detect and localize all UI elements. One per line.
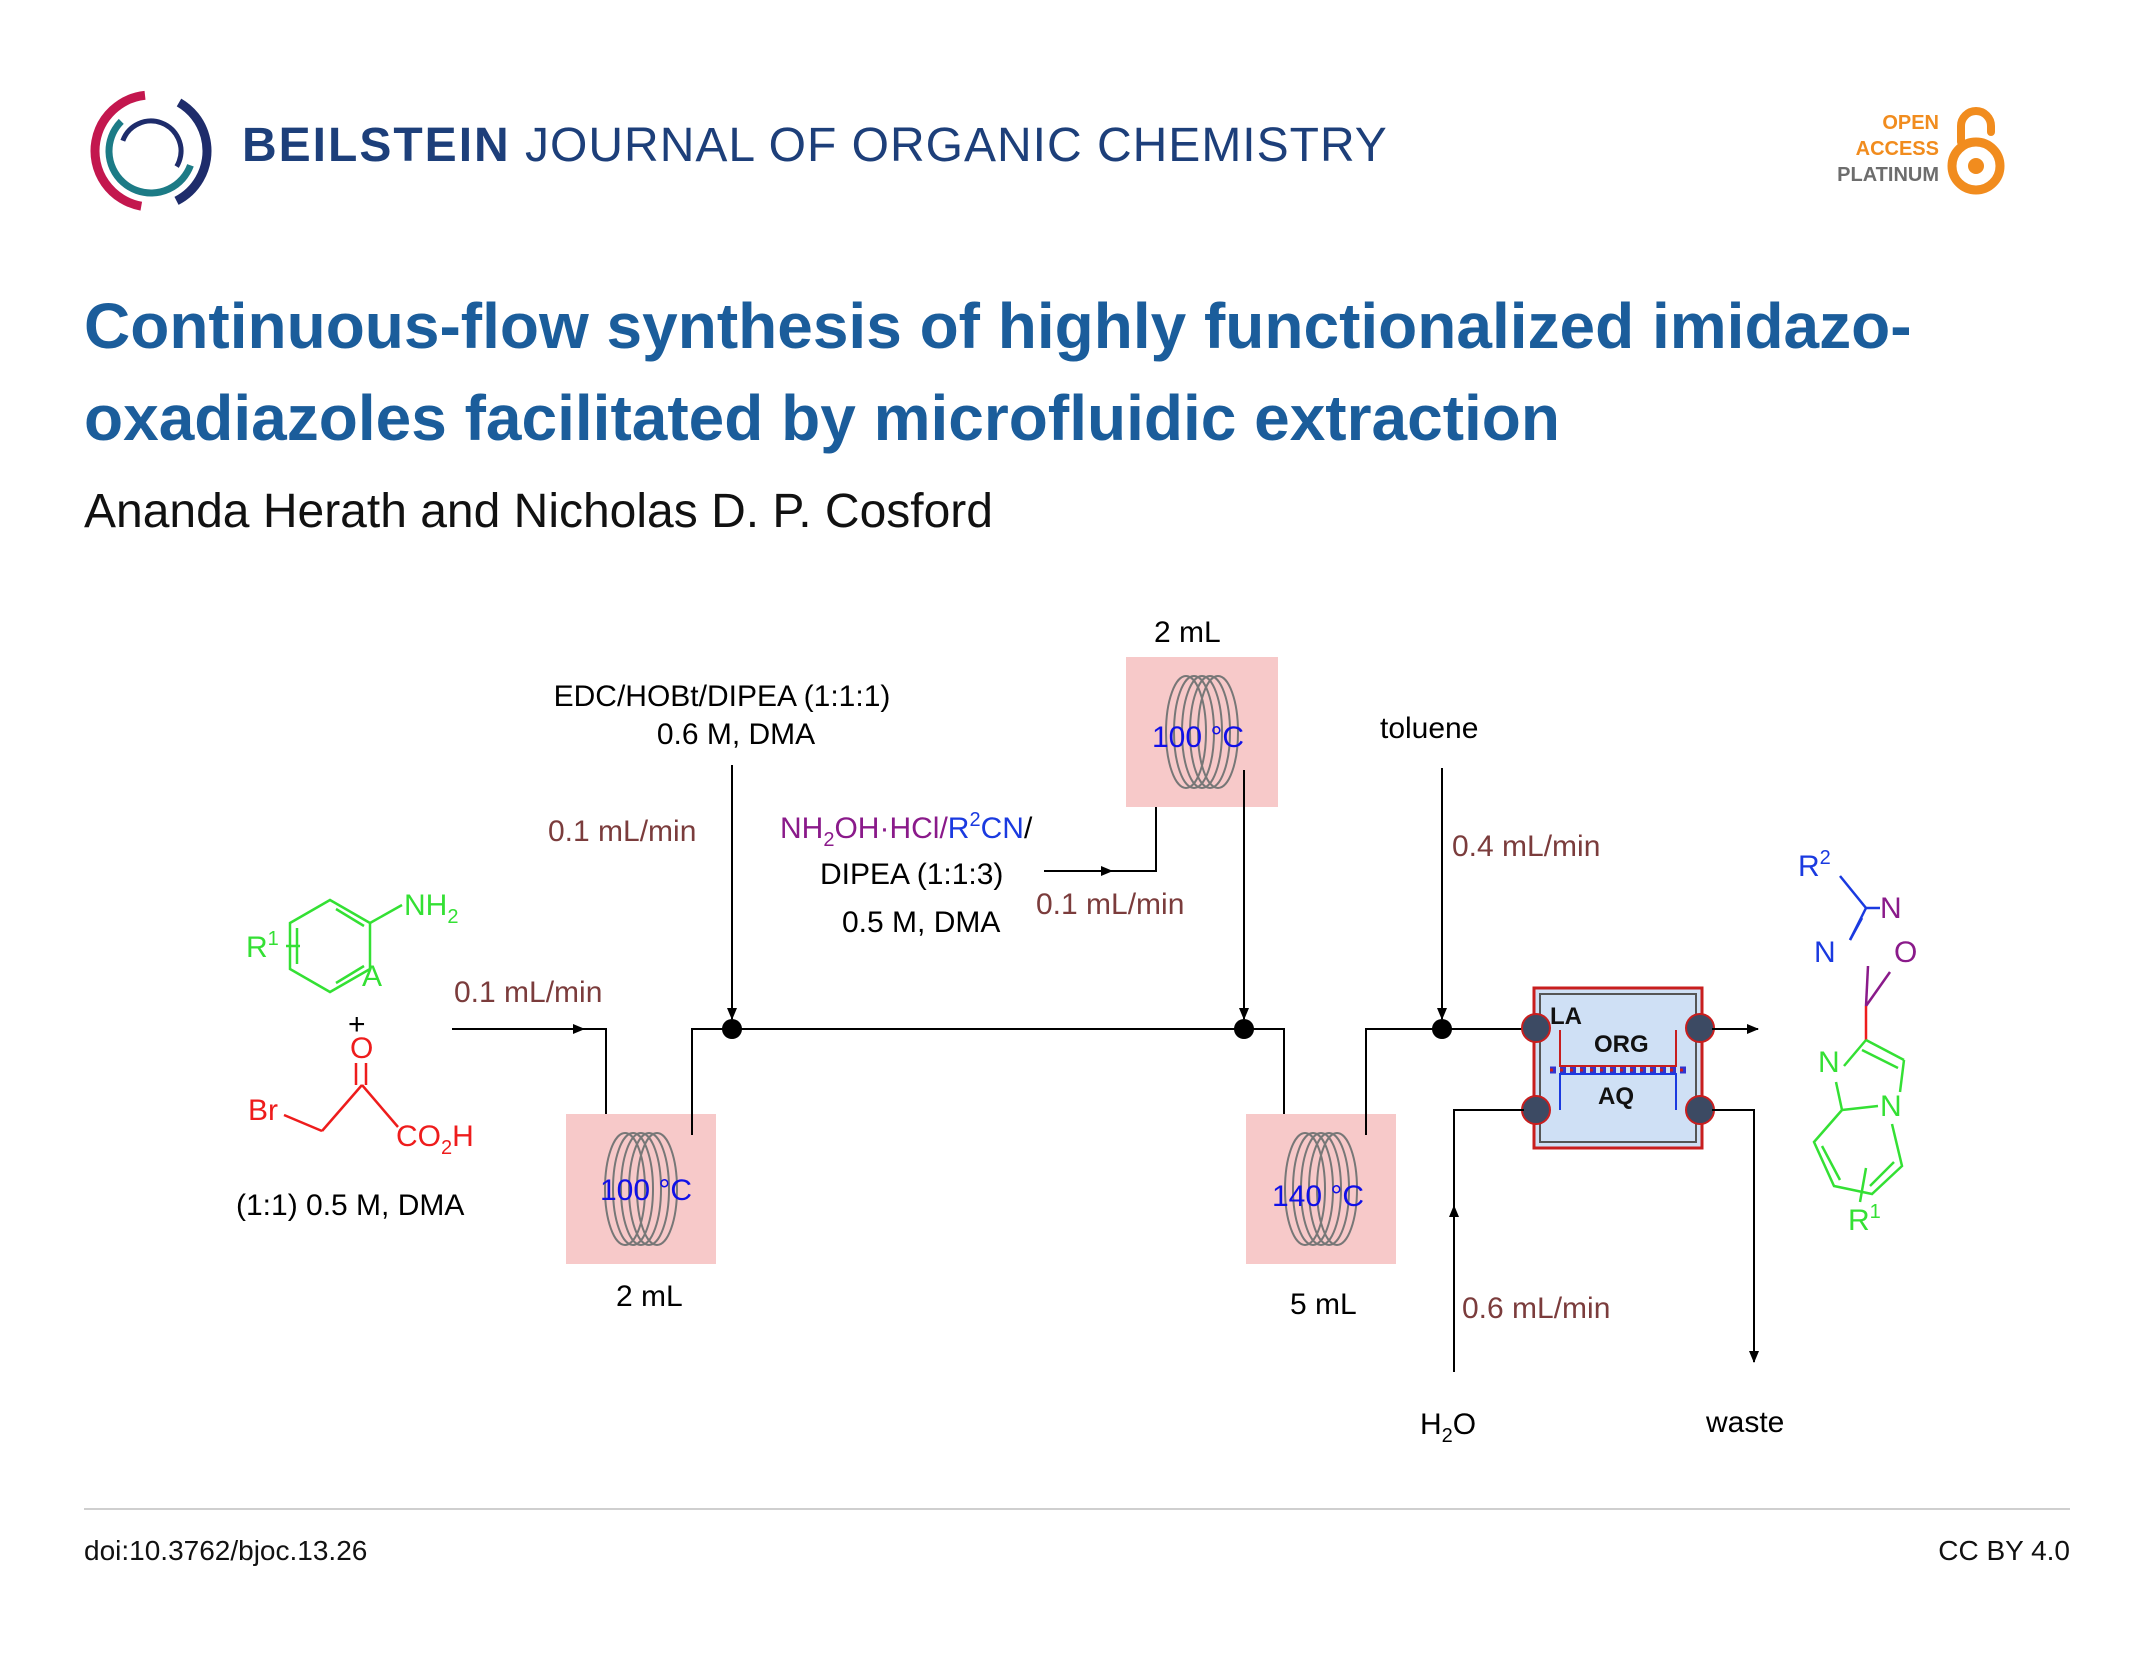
- reagent3-flow-rate: 0.1 mL/min: [1036, 888, 1184, 921]
- oxadiazole-n-label-2: N: [1814, 936, 1836, 969]
- oxadiazole-o-label: O: [1894, 936, 1917, 969]
- coil1-inlet: [584, 1028, 607, 1135]
- plus-sign: +: [348, 1008, 366, 1041]
- oxadiazole-n-label-1: N: [1880, 892, 1902, 925]
- r1-label: R1: [246, 928, 279, 964]
- mixer-1: [722, 1019, 742, 1039]
- doi-text: doi:10.3762/bjoc.13.26: [84, 1535, 368, 1566]
- article-title: Continuous-flow synthesis of highly func…: [84, 290, 1912, 454]
- imidazole-n-label-2: N: [1880, 1090, 1902, 1123]
- extractor-port-3: [1521, 1095, 1551, 1125]
- coil2-inlet: [1112, 800, 1157, 872]
- journal-logo: [86, 86, 216, 221]
- coil1-temperature: 100 °C: [600, 1174, 692, 1207]
- open-lock-icon: [1947, 107, 2005, 195]
- open-access-line1: OPEN: [1882, 112, 1939, 134]
- article-authors: Ananda Herath and Nicholas D. P. Cosford: [84, 485, 993, 538]
- open-access-line2: ACCESS: [1855, 138, 1939, 160]
- coil3-volume: 5 mL: [1290, 1288, 1357, 1321]
- journal-name-rest: JOURNAL OF ORGANIC CHEMISTRY: [525, 119, 1388, 172]
- extractor-port-1: [1521, 1013, 1551, 1043]
- reagent3-line2: DIPEA (1:1:3): [820, 858, 1003, 891]
- coil1-outlet: [691, 1028, 732, 1135]
- oxadiazole-ring: [1839, 875, 1892, 1007]
- toluene-flow-rate: 0.4 mL/min: [1452, 830, 1600, 863]
- coil2-temperature: 100 °C: [1152, 721, 1244, 754]
- r2-label: R2: [1798, 847, 1831, 883]
- journal-logo-icon: [90, 90, 212, 212]
- imidazole-n-label-1: N: [1818, 1046, 1840, 1079]
- reagent1-flow-rate: 0.1 mL/min: [454, 976, 602, 1009]
- co2h-label: CO2H: [396, 1120, 474, 1159]
- water-inlet-line: [1453, 1109, 1524, 1210]
- br-label: Br: [248, 1094, 278, 1127]
- water-flow-rate: 0.6 mL/min: [1462, 1292, 1610, 1325]
- extractor-top-label: LA: [1550, 1003, 1582, 1030]
- coil3-icon: [1284, 1132, 1358, 1246]
- coil1-icon: [604, 1132, 678, 1246]
- liquid-extractor: [1521, 986, 1715, 1150]
- bromopyruvic-acid-structure: [283, 1063, 399, 1133]
- imidazopyridine-ring: [1812, 1038, 1906, 1203]
- toluene-label: toluene: [1380, 712, 1478, 745]
- open-access-line3: PLATINUM: [1837, 164, 1939, 186]
- coupling-concentration: 0.6 M, DMA: [657, 718, 815, 751]
- coupling-reagents: EDC/HOBt/DIPEA (1:1:1): [554, 680, 891, 713]
- reagent3-line3: 0.5 M, DMA: [842, 906, 1000, 939]
- coil2-volume: 2 mL: [1154, 616, 1221, 649]
- reagent1-conditions: (1:1) 0.5 M, DMA: [236, 1189, 464, 1222]
- journal-name: BEILSTEIN JOURNAL OF ORGANIC CHEMISTRY: [242, 118, 1388, 173]
- open-access-badge: OPEN ACCESS PLATINUM: [1705, 107, 2005, 195]
- reagent3-line1: NH2OH·HCl/R2CN/: [780, 809, 1033, 851]
- coupling-flow-rate: 0.1 mL/min: [548, 815, 696, 848]
- extractor-aq-label: AQ: [1598, 1083, 1634, 1110]
- license-text: CC BY 4.0: [1938, 1535, 2070, 1566]
- coil3-outlet: [1365, 1028, 1442, 1135]
- coil3-inlet: [1244, 1028, 1285, 1135]
- ketone-o-label: O: [350, 1032, 373, 1065]
- open-access-text: OPEN ACCESS PLATINUM: [1837, 110, 1939, 188]
- extractor-org-label: ORG: [1594, 1031, 1649, 1058]
- coil1-volume: 2 mL: [616, 1280, 683, 1313]
- a-atom-label: A: [362, 960, 382, 993]
- waste-label: waste: [1705, 1406, 1784, 1439]
- coil2-icon: [1165, 675, 1239, 789]
- coil3-temperature: 140 °C: [1272, 1180, 1364, 1213]
- journal-name-bold: BEILSTEIN: [242, 119, 511, 172]
- waste-outlet-arrow: [1712, 1109, 1759, 1363]
- nh2-label: NH2: [404, 889, 458, 928]
- footer-divider: [84, 1508, 2070, 1510]
- extractor-port-2: [1685, 1013, 1715, 1043]
- extractor-port-4: [1685, 1095, 1715, 1125]
- aminopyridine-structure: [288, 898, 403, 994]
- water-label: H2O: [1420, 1408, 1476, 1447]
- r1-product-label: R1: [1848, 1201, 1881, 1237]
